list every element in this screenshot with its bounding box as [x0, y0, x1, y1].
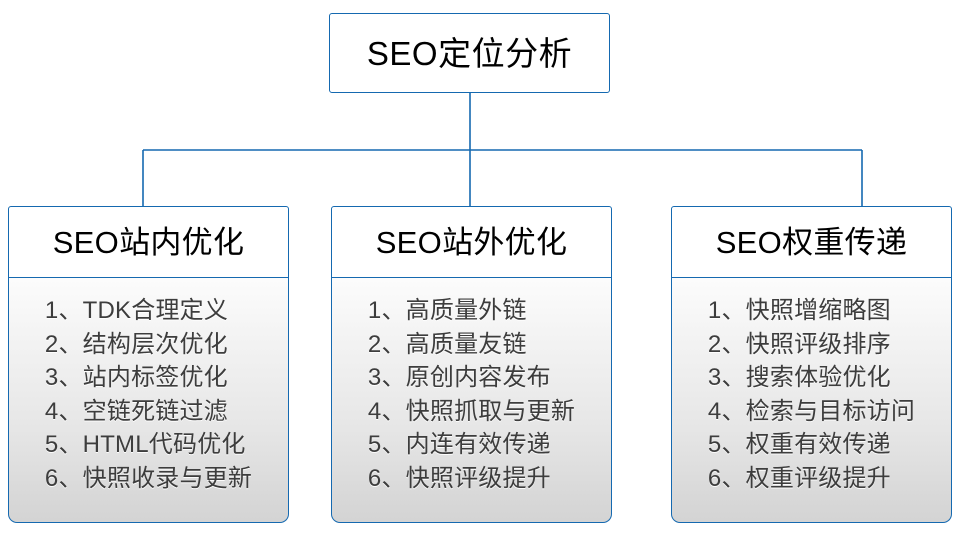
list-item: 2、结构层次优化 [44, 330, 228, 358]
branch-item-list-1: 1、TDK合理定义 2、结构层次优化 3、站内标签优化 4、空链死链过滤 5、H… [45, 294, 252, 495]
root-node[interactable]: SEO定位分析 [329, 13, 610, 93]
branch-header-3[interactable]: SEO权重传递 [671, 206, 952, 278]
list-item: 2、快照评级排序 [707, 330, 891, 358]
list-item: 1、高质量外链 [367, 297, 527, 324]
branch-header-2[interactable]: SEO站外优化 [331, 206, 612, 278]
list-item: 2、高质量友链 [367, 330, 527, 358]
list-item: 5、权重有效传递 [707, 431, 891, 458]
branch-header-label-1: SEO站内优化 [52, 224, 245, 260]
branch-body-1: 1、TDK合理定义 2、结构层次优化 3、站内标签优化 4、空链死链过滤 5、H… [8, 278, 289, 523]
branch-column-1: SEO站内优化 1、TDK合理定义 2、结构层次优化 3、站内标签优化 4、空链… [8, 206, 289, 523]
list-item: 6、权重评级提升 [707, 464, 891, 492]
list-item: 1、TDK合理定义 [44, 297, 229, 324]
branch-item-list-2: 1、高质量外链 2、高质量友链 3、原创内容发布 4、快照抓取与更新 5、内连有… [368, 294, 575, 495]
list-item: 3、原创内容发布 [367, 364, 551, 391]
branch-column-2: SEO站外优化 1、高质量外链 2、高质量友链 3、原创内容发布 4、快照抓取与… [331, 206, 612, 523]
branch-header-label-2: SEO站外优化 [375, 224, 568, 260]
list-item: 5、HTML代码优化 [44, 431, 246, 458]
branch-header-1[interactable]: SEO站内优化 [8, 206, 289, 278]
root-node-label: SEO定位分析 [366, 34, 573, 72]
list-item: 3、搜索体验优化 [707, 364, 891, 391]
list-item: 6、快照评级提升 [367, 464, 551, 492]
branch-body-2: 1、高质量外链 2、高质量友链 3、原创内容发布 4、快照抓取与更新 5、内连有… [331, 278, 612, 523]
list-item: 5、内连有效传递 [367, 431, 551, 458]
list-item: 3、站内标签优化 [44, 364, 228, 391]
list-item: 1、快照增缩略图 [707, 297, 891, 324]
branch-column-3: SEO权重传递 1、快照增缩略图 2、快照评级排序 3、搜索体验优化 4、检索与… [671, 206, 952, 523]
list-item: 4、快照抓取与更新 [367, 397, 576, 425]
list-item: 4、检索与目标访问 [707, 397, 916, 425]
list-item: 6、快照收录与更新 [44, 464, 253, 492]
list-item: 4、空链死链过滤 [44, 397, 228, 425]
branch-header-label-3: SEO权重传递 [715, 224, 908, 260]
branch-item-list-3: 1、快照增缩略图 2、快照评级排序 3、搜索体验优化 4、检索与目标访问 5、权… [708, 294, 915, 495]
branch-body-3: 1、快照增缩略图 2、快照评级排序 3、搜索体验优化 4、检索与目标访问 5、权… [671, 278, 952, 523]
